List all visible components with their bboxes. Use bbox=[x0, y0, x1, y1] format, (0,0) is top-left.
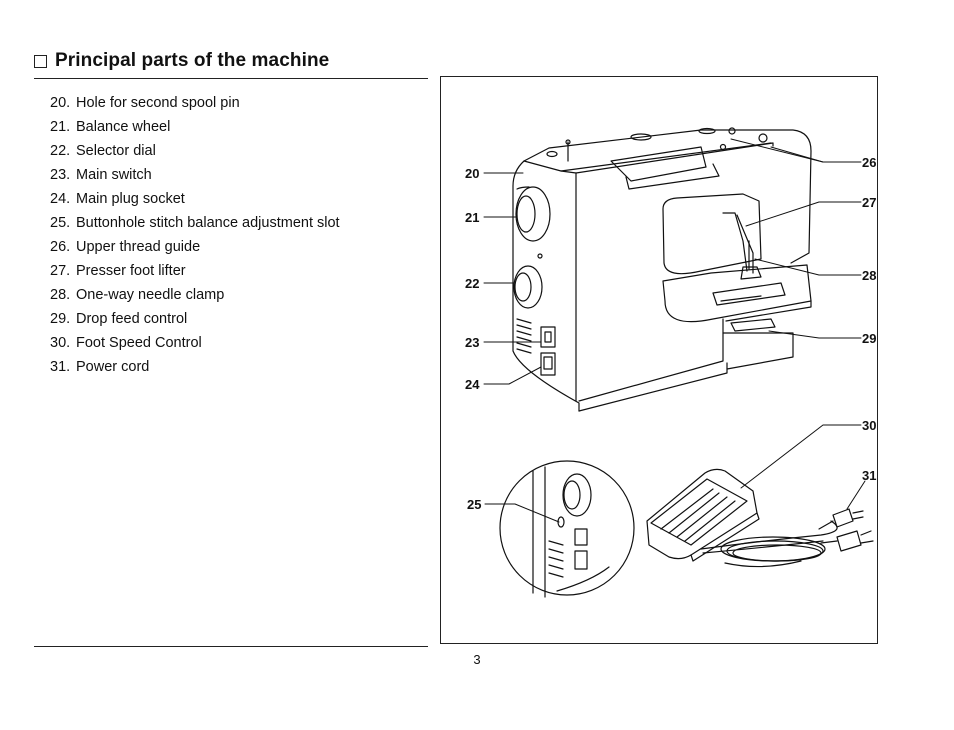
callout-27: 27 bbox=[862, 195, 876, 210]
list-item: 31.Power cord bbox=[50, 359, 150, 375]
page-title: Principal parts of the machine bbox=[55, 50, 330, 71]
section-header: Principal parts of the machine bbox=[34, 50, 329, 72]
callout-25: 25 bbox=[467, 497, 481, 512]
sewing-machine-drawing bbox=[512, 127, 812, 412]
callout-leader-lines bbox=[483, 138, 866, 523]
list-item: 23.Main switch bbox=[50, 167, 152, 183]
callout-22: 22 bbox=[465, 276, 479, 291]
page-number: 3 bbox=[473, 652, 481, 667]
foot-pedal-drawing bbox=[646, 468, 874, 568]
callout-23: 23 bbox=[465, 335, 479, 350]
list-item: 26.Upper thread guide bbox=[50, 239, 201, 255]
footer-divider bbox=[34, 646, 428, 647]
callout-31: 31 bbox=[862, 468, 876, 483]
machine-illustration-frame: 20 21 22 23 24 25 26 27 28 29 30 31 bbox=[440, 76, 878, 644]
list-item: 25.Buttonhole stitch balance adjustment … bbox=[50, 215, 340, 231]
list-item: 28.One-way needle clamp bbox=[50, 287, 225, 303]
list-item: 21.Balance wheel bbox=[50, 119, 171, 135]
list-item: 24.Main plug socket bbox=[50, 191, 185, 207]
detail-zoom-circle bbox=[499, 460, 635, 598]
checkbox-icon bbox=[34, 54, 47, 68]
list-item: 29.Drop feed control bbox=[50, 311, 188, 327]
callout-28: 28 bbox=[862, 268, 876, 283]
list-item: 20.Hole for second spool pin bbox=[50, 95, 240, 111]
parts-list: 20.Hole for second spool pin 21.Balance … bbox=[50, 94, 340, 382]
callout-30: 30 bbox=[862, 418, 876, 433]
callout-29: 29 bbox=[862, 331, 876, 346]
header-divider bbox=[34, 78, 428, 79]
callout-24: 24 bbox=[465, 377, 480, 392]
callout-21: 21 bbox=[465, 210, 479, 225]
list-item: 30.Foot Speed Control bbox=[50, 335, 202, 351]
callout-20: 20 bbox=[465, 166, 479, 181]
sewing-machine-illustration: 20 21 22 23 24 25 26 27 28 29 30 31 bbox=[465, 127, 876, 598]
list-item: 27.Presser foot lifter bbox=[50, 263, 186, 279]
callout-26: 26 bbox=[862, 155, 876, 170]
list-item: 22.Selector dial bbox=[50, 143, 156, 159]
callout-numbers: 20 21 22 23 24 25 26 27 28 29 30 31 bbox=[465, 155, 876, 512]
